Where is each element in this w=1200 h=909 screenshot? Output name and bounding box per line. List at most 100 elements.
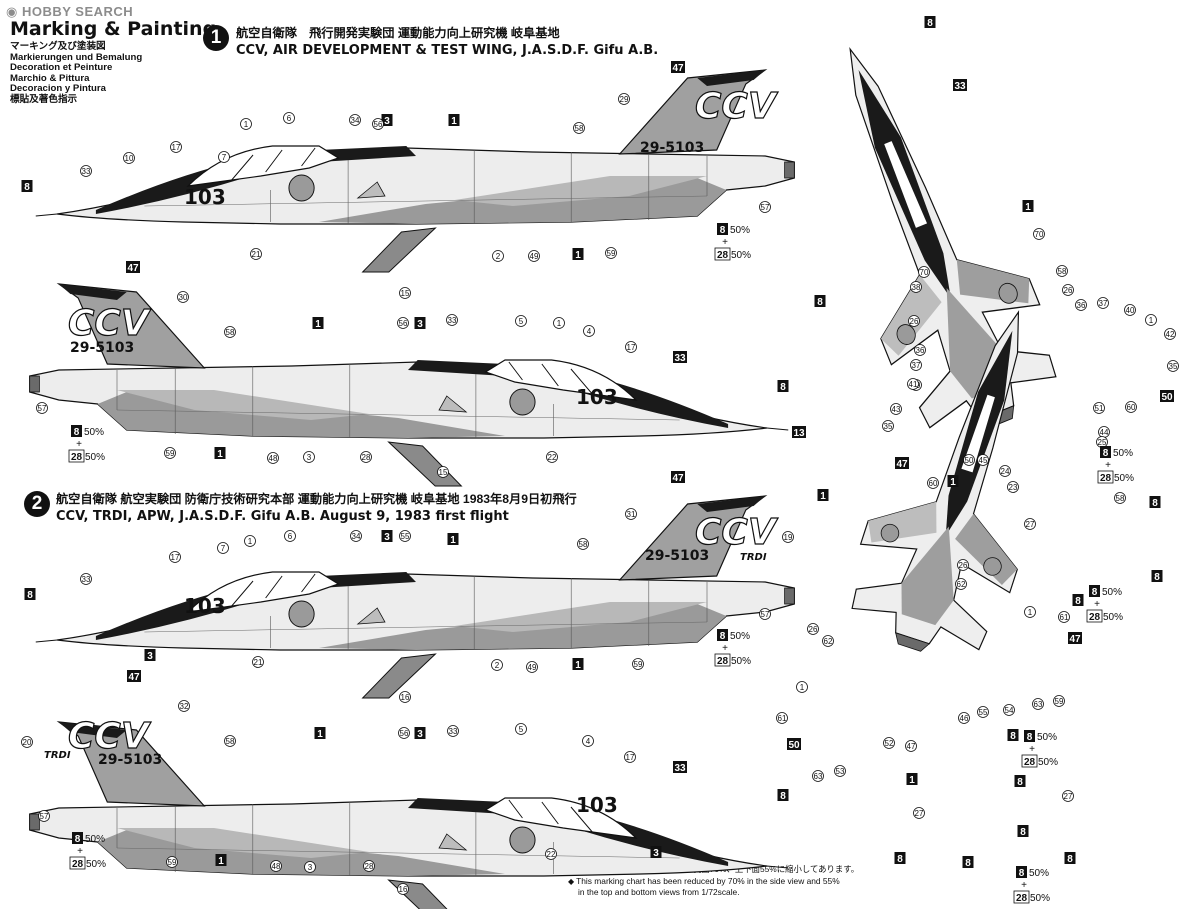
callout-circle xyxy=(218,151,230,163)
callout-number: 53 xyxy=(836,767,845,776)
callout-number: 47 xyxy=(907,742,916,751)
callout-number: 34 xyxy=(352,532,361,541)
decal-callout: 1 xyxy=(1145,314,1157,326)
decal-callout: 5 xyxy=(515,723,527,735)
mix-plus: + xyxy=(722,237,728,248)
callout-number: 1 xyxy=(820,491,826,502)
decal-callout: 59 xyxy=(164,447,176,459)
callout-circle xyxy=(528,250,540,262)
mix-percent-a: 50% xyxy=(1029,868,1049,879)
decal-callout: 26 xyxy=(908,315,920,327)
mix-color-b: 28 xyxy=(72,859,84,870)
decal-callout: 55 xyxy=(399,530,411,542)
callout-circle xyxy=(605,247,617,259)
callout-circle xyxy=(1124,304,1136,316)
mix-plus: + xyxy=(76,439,82,450)
colour-callout-boxed: 8 xyxy=(1014,775,1026,788)
callout-circle xyxy=(270,860,282,872)
callout-circle xyxy=(573,122,585,134)
callout-circle xyxy=(437,466,449,478)
callout-circle xyxy=(914,344,926,356)
fin-text-4: TRDI xyxy=(44,750,71,761)
callout-number: 4 xyxy=(587,327,592,336)
colour-callout-boxed: 50 xyxy=(787,738,801,751)
callout-number: 47 xyxy=(128,672,140,683)
callout-circle xyxy=(80,165,92,177)
tail-text-3: CCV xyxy=(695,512,779,553)
callout-circle xyxy=(1097,297,1109,309)
callout-box xyxy=(962,856,974,868)
colour-callout-boxed: 47 xyxy=(126,261,140,274)
decal-callout: 50 xyxy=(963,454,975,466)
callout-circle xyxy=(1062,284,1074,296)
callout-box xyxy=(1151,570,1163,582)
callout-number: 37 xyxy=(1099,299,1108,308)
callout-circle xyxy=(515,723,527,735)
decal-callout: 58 xyxy=(577,538,589,550)
mix-percent-b: 50% xyxy=(1038,757,1058,768)
callout-circle xyxy=(632,658,644,670)
callout-number: 49 xyxy=(530,252,539,261)
callout-box xyxy=(906,773,918,785)
callout-circle xyxy=(1167,360,1179,372)
callout-circle xyxy=(577,538,589,550)
callout-circle xyxy=(618,93,630,105)
colour-callout-boxed: 1 xyxy=(448,114,460,127)
mix-box-b xyxy=(714,247,731,261)
callout-box xyxy=(24,588,36,600)
callout-number: 26 xyxy=(910,317,919,326)
mix-percent-a: 50% xyxy=(84,427,104,438)
diamond-icon: ◆ xyxy=(568,876,575,886)
decal-callout: 43 xyxy=(890,403,902,415)
callout-number: 47 xyxy=(1069,634,1081,645)
callout-number: 8 xyxy=(927,18,933,29)
colour-callout-boxed: 1 xyxy=(906,773,918,786)
callout-number: 43 xyxy=(892,405,901,414)
callout-number: 33 xyxy=(82,575,91,584)
callout-number: 3 xyxy=(417,319,423,330)
callout-number: 8 xyxy=(897,854,903,865)
decal-callout: 1 xyxy=(796,681,808,693)
callout-number: 57 xyxy=(761,203,770,212)
callout-number: 40 xyxy=(1126,306,1135,315)
decal-callout: 46 xyxy=(958,712,970,724)
mix-box-a xyxy=(72,832,83,844)
callout-box xyxy=(127,670,141,682)
decal-callout: 1 xyxy=(553,317,565,329)
colour-callout-boxed: 8 xyxy=(777,380,789,393)
callout-circle xyxy=(250,248,262,260)
decal-callout: 33 xyxy=(80,573,92,585)
decal-callout: 59 xyxy=(1053,695,1065,707)
callout-number: 37 xyxy=(912,361,921,370)
callout-number: 33 xyxy=(674,763,686,774)
callout-box xyxy=(414,727,426,739)
camera-icon: ◉ xyxy=(6,4,18,19)
callout-number: 7 xyxy=(222,153,227,162)
callout-number: 1 xyxy=(451,116,457,127)
callout-number: 34 xyxy=(351,116,360,125)
tail-text-1: CCV xyxy=(695,86,779,127)
callout-circle xyxy=(910,281,922,293)
mix-box-b xyxy=(69,856,86,870)
callout-circle xyxy=(397,883,409,895)
decal-callout: 45 xyxy=(977,454,989,466)
decal-callout: 27 xyxy=(1024,518,1036,530)
callout-number: 48 xyxy=(272,862,281,871)
callout-number: 17 xyxy=(626,753,635,762)
callout-circle xyxy=(21,736,33,748)
decal-callout: 17 xyxy=(170,141,182,153)
colour-callout-boxed: 47 xyxy=(671,61,685,74)
callout-circle xyxy=(398,727,410,739)
callout-number: 31 xyxy=(627,510,636,519)
callout-number: 49 xyxy=(528,663,537,672)
callout-box xyxy=(1064,852,1076,864)
decal-callout: 27 xyxy=(1062,790,1074,802)
decal-callout: 58 xyxy=(224,735,236,747)
callout-box xyxy=(1149,496,1161,508)
